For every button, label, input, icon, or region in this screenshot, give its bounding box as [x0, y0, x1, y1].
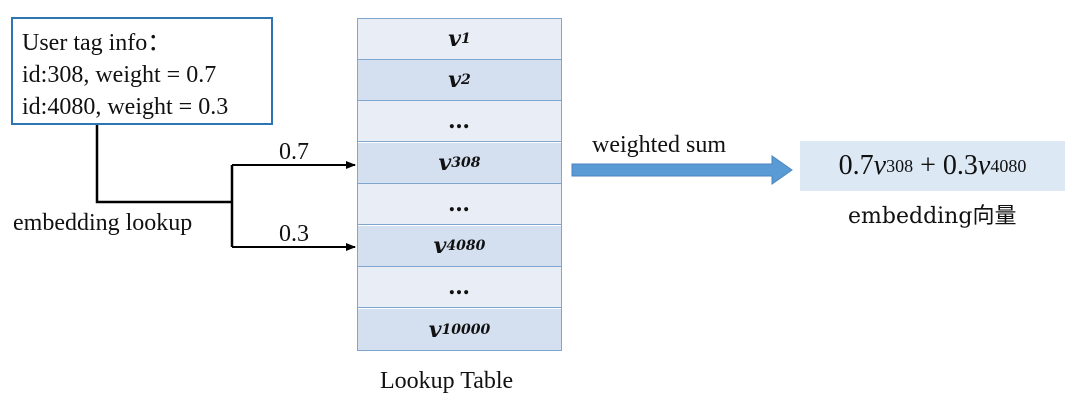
table-row: … [358, 101, 561, 142]
user-tag-info-box: User tag info： id:308, weight = 0.7 id:4… [11, 17, 273, 125]
lookup-line [95, 125, 232, 204]
lookup-table-title: Lookup Table [380, 368, 514, 394]
info-line-2: id:4080, weight = 0.3 [22, 94, 229, 120]
weight-label-bottom: 0.3 [279, 221, 309, 247]
info-line-1: id:308, weight = 0.7 [22, 62, 217, 88]
weighted-sum-arrow [571, 155, 793, 185]
info-title: User tag info： [22, 30, 172, 56]
weight-label-top: 0.7 [279, 139, 309, 165]
table-row: … [358, 184, 561, 225]
embedding-lookup-label: embedding lookup [13, 210, 193, 236]
weighted-sum-label: weighted sum [592, 132, 726, 158]
embedding-vector-caption: embedding向量 [848, 204, 1017, 229]
table-row: … [358, 267, 561, 308]
